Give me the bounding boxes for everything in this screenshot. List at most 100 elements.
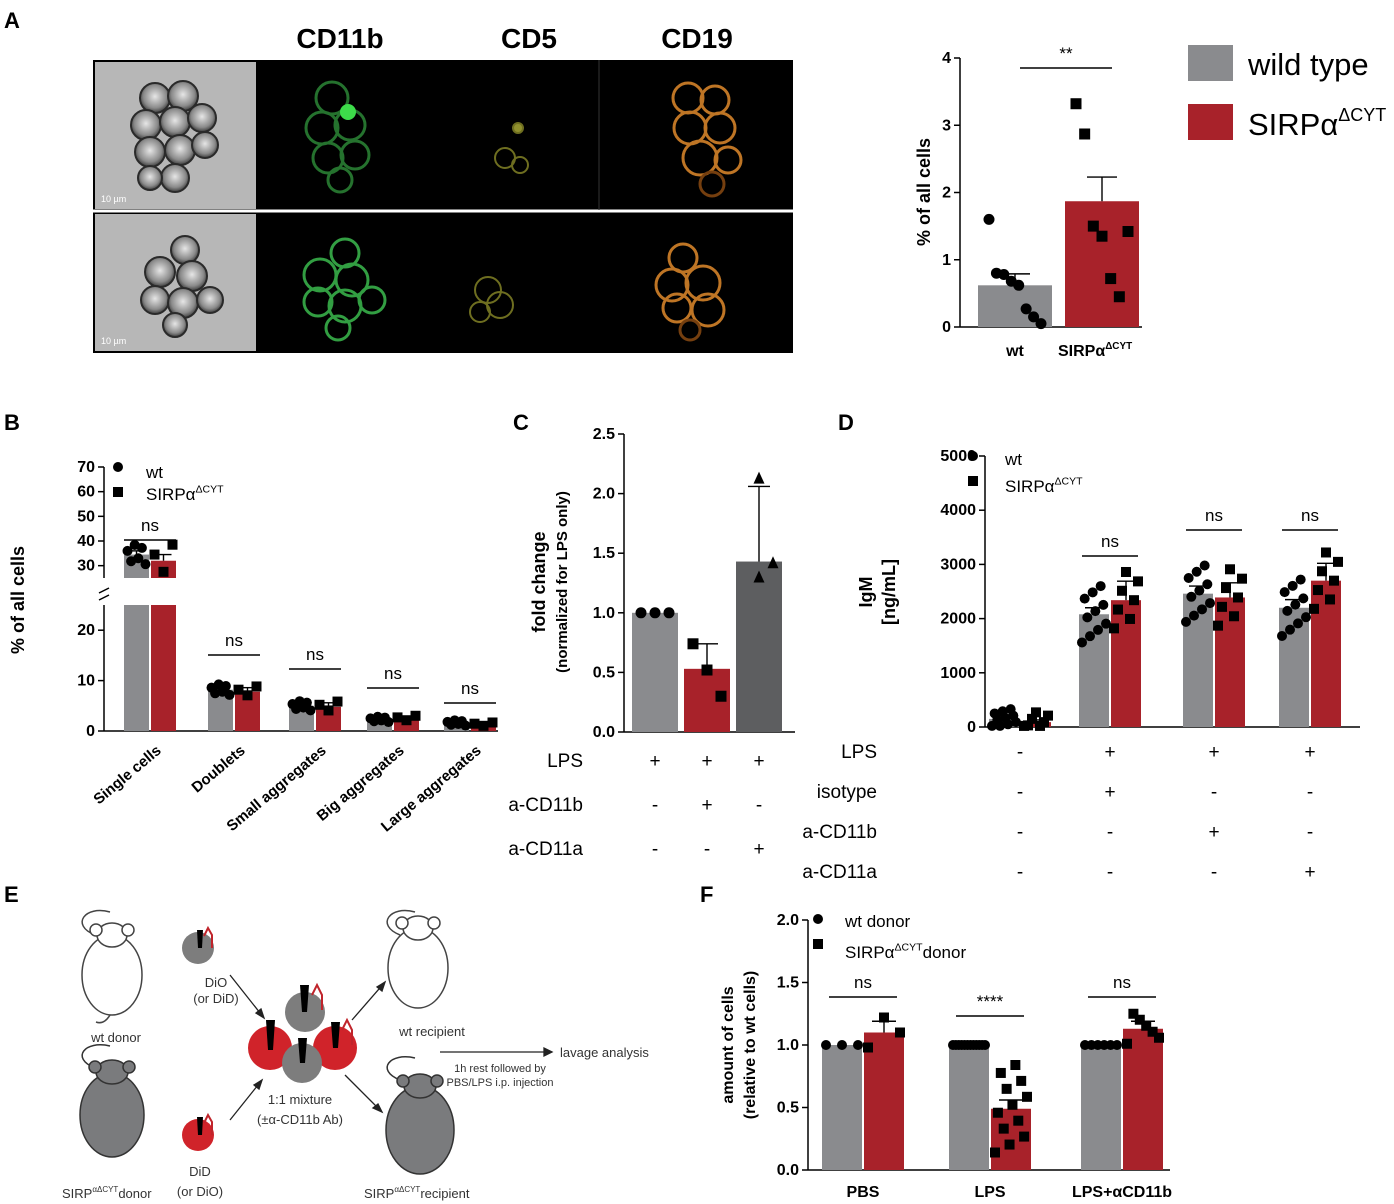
legend-label-d-wt: wt <box>1004 450 1022 469</box>
legend-label-f-wt: wt donor <box>844 912 911 931</box>
dio-label: DiO <box>205 975 227 990</box>
point-b <box>392 712 403 723</box>
point-a <box>998 269 1010 281</box>
channel-label-cd5: CD5 <box>501 23 557 54</box>
point-c <box>663 607 675 619</box>
point-d <box>1087 587 1098 598</box>
point-c <box>753 570 765 583</box>
point-d <box>1213 620 1223 631</box>
row-value-d: + <box>1104 782 1115 803</box>
legend-marker-wt <box>113 462 123 472</box>
row-label-d: a-CD11b <box>802 822 877 843</box>
y-tick-label: 0.0 <box>777 1162 799 1179</box>
point-a <box>1013 279 1025 291</box>
legend-label-wild-type: wild type <box>1247 47 1369 82</box>
point-f <box>998 1123 1009 1134</box>
point-c <box>715 690 727 702</box>
point-d <box>1129 595 1139 606</box>
cell-mixture-icon <box>248 982 357 1083</box>
y-axis-label-d: IgM <box>856 577 876 608</box>
row-value-c: + <box>753 839 764 860</box>
row-value-d: + <box>1208 742 1219 763</box>
point-d <box>1043 710 1053 721</box>
sirpa-donor-label: SIRPαΔCYTdonor <box>62 1185 152 1201</box>
label-superscript: ΔCYT <box>1105 341 1132 352</box>
point-f <box>1007 1099 1018 1110</box>
schematic-panel: wt donor SIRPαΔCYTdonor DiO (or DiD) DiD… <box>62 909 649 1201</box>
panel-label-a: A <box>4 8 20 33</box>
row-value-d: - <box>1017 782 1023 803</box>
point-d <box>1121 566 1131 577</box>
axis-break <box>98 587 110 594</box>
chart-f: 0.00.51.01.52.0nsPBS****LPSnsLPS+αCD11bw… <box>720 912 1172 1201</box>
point-b <box>242 690 253 701</box>
y-tick-label: 3000 <box>940 556 976 573</box>
sirpa-recipient-label: SIRPαΔCYTrecipient <box>364 1185 470 1201</box>
point-b <box>301 697 312 708</box>
row-label-c: a-CD11b <box>508 795 583 816</box>
did-alt-label: (or DiO) <box>177 1184 223 1199</box>
y-tick-label: 2000 <box>940 611 976 628</box>
panel-label-b: B <box>4 410 20 435</box>
significance-b: ns <box>306 645 324 664</box>
cd19-fluorescence <box>654 81 743 342</box>
y-tick-label: 4 <box>942 50 951 67</box>
bar-c <box>632 612 678 732</box>
row-label-c: a-CD11a <box>508 839 583 860</box>
y-tick-label: 20 <box>77 622 95 639</box>
y-tick-label: 1 <box>942 252 951 269</box>
point-b <box>314 699 325 710</box>
bar-b <box>151 605 176 731</box>
point-a <box>1122 226 1134 238</box>
row-value-d: + <box>1208 822 1219 843</box>
point-f <box>1022 1091 1032 1102</box>
row-label-d: a-CD11a <box>802 862 877 883</box>
point-d <box>1031 707 1041 718</box>
point-d <box>1282 605 1293 616</box>
significance-b: ns <box>461 679 479 698</box>
point-c <box>767 556 779 569</box>
y-tick-label: 0.5 <box>593 664 615 681</box>
point-d <box>1221 583 1231 594</box>
point-d <box>1003 719 1013 730</box>
point-d <box>995 720 1005 731</box>
row-value-c: - <box>652 839 658 860</box>
significance-a: ** <box>1059 44 1073 63</box>
point-d <box>1082 612 1093 623</box>
point-d <box>1113 604 1123 615</box>
y-tick-label: 60 <box>77 484 95 501</box>
point-d <box>1293 618 1303 629</box>
sirpa-donor-mouse-icon <box>79 1044 145 1158</box>
point-f <box>1134 1014 1145 1025</box>
y-tick-label: 0 <box>86 723 95 740</box>
point-d <box>1205 598 1215 609</box>
legend-marker-f-sirpa <box>813 939 823 949</box>
label-tail: donor <box>923 943 967 962</box>
brightfield-cells-2 <box>140 235 224 338</box>
mixture-ab-label: (±α-CD11b Ab) <box>257 1112 343 1127</box>
point-b <box>220 681 231 692</box>
main-legend: wild type SIRPαΔCYT <box>1188 45 1386 142</box>
bar-f <box>1123 1028 1163 1170</box>
point-d <box>1229 611 1239 622</box>
point-d <box>1287 580 1298 591</box>
point-a <box>1079 128 1091 140</box>
wt-recipient-label: wt recipient <box>398 1024 465 1039</box>
significance-d: ns <box>1205 506 1223 525</box>
panel-label-f: F <box>700 882 713 907</box>
point-f <box>1147 1026 1158 1037</box>
point-b <box>323 705 334 716</box>
row-label-d: isotype <box>817 782 877 803</box>
point-d <box>1277 630 1287 641</box>
point-d <box>1290 599 1301 610</box>
point-d <box>1189 610 1199 621</box>
row-value-d: - <box>1017 742 1023 763</box>
label-base: SIRPα <box>146 485 196 504</box>
wt-donor-mouse-icon <box>81 909 143 1024</box>
bar-b <box>124 605 149 731</box>
axis-break <box>98 594 110 601</box>
significance-b: ns <box>384 664 402 683</box>
point-d <box>1109 623 1119 634</box>
legend-swatch-wild-type <box>1188 45 1233 81</box>
